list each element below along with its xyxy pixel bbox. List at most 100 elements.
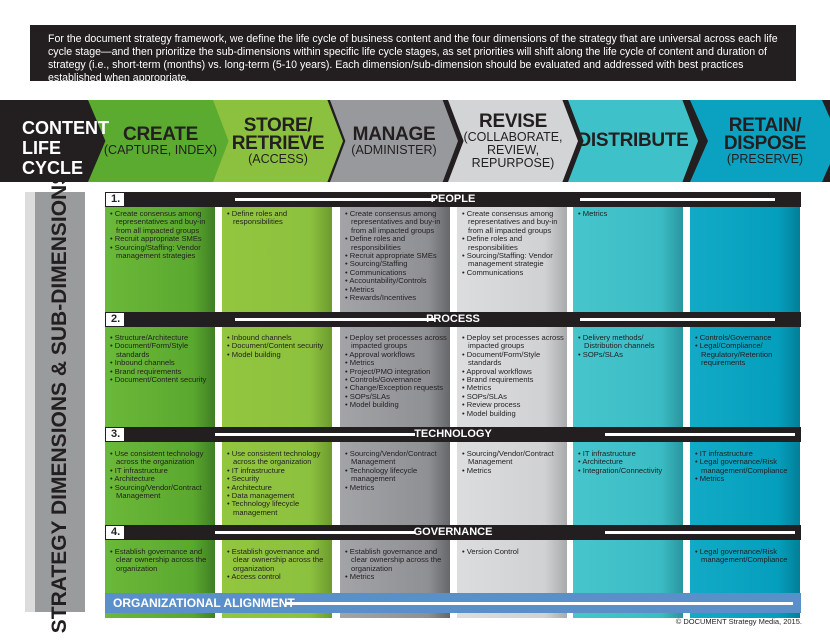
lifecycle-label: CONTENT LIFE CYCLE xyxy=(22,118,109,178)
bullet-item: • Architecture xyxy=(578,457,623,467)
bullet-item: • Define roles and responsibilities xyxy=(345,234,406,252)
arrow-icon xyxy=(215,433,415,436)
stage-column xyxy=(105,206,215,618)
dimension-cell: • Establish governance and clear ownersh… xyxy=(109,547,213,573)
bullet-item: • Controls/Governance xyxy=(345,375,422,385)
dimension-cell: • Deploy set processes across impacted g… xyxy=(344,333,448,410)
org-alignment-label: ORGANIZATIONAL ALIGNMENT xyxy=(113,596,295,610)
bullet-item: • Structure/Architecture xyxy=(110,333,189,342)
dimension-number: 2. xyxy=(105,312,125,327)
stage-1: STORE/ RETRIEVE(ACCESS) xyxy=(213,100,343,182)
dimension-name: TECHNOLOGY xyxy=(414,428,492,440)
arrow-icon xyxy=(235,318,435,321)
dimension-bar-people: PEOPLE 1. xyxy=(105,192,801,207)
dimension-cell: • IT infrastructure• Architecture• Integ… xyxy=(577,449,681,475)
stage-column xyxy=(573,206,683,618)
bullet-item: • IT infrastructure xyxy=(110,465,168,475)
dimension-bar-technology: TECHNOLOGY 3. xyxy=(105,427,801,442)
bullet-item: • Sourcing/Vendor/Contract Management xyxy=(110,482,202,501)
bullet-item: • Define roles and responsibilities xyxy=(462,234,523,252)
bullet-item: • Create consensus among representatives… xyxy=(110,209,206,235)
organizational-alignment-bar: ORGANIZATIONAL ALIGNMENT xyxy=(105,593,801,613)
bullet-item: • Security xyxy=(227,474,260,484)
bullet-item: • IT infrastructure xyxy=(578,449,636,458)
dimension-cell: • Legal governance/Risk management/Compl… xyxy=(694,547,798,565)
bullet-item: • Controls/Governance xyxy=(695,333,772,342)
bullet-item: • Project/PMO integration xyxy=(345,366,431,376)
bullet-item: • Legal governance/Risk management/Compl… xyxy=(695,457,788,475)
bullet-item: • Recruit appropriate SMEs xyxy=(345,251,437,261)
bullet-item: • Establish governance and clear ownersh… xyxy=(110,547,207,573)
stage-title: REVISE xyxy=(479,110,547,132)
bullet-item: • Model building xyxy=(462,408,516,418)
bullet-item: • Sourcing/Staffing: Vendor management s… xyxy=(462,251,553,269)
bullet-item: • SOPs/SLAs xyxy=(462,391,507,401)
bullet-item: • Inbound channels xyxy=(110,358,175,368)
dimension-cell: • Establish governance and clear ownersh… xyxy=(226,547,330,582)
arrow-icon xyxy=(215,531,415,534)
bullet-item: • Data management xyxy=(227,491,295,501)
strategy-dimensions-sidebar: STRATEGY DIMENSIONS & SUB-DIMENSIONS xyxy=(25,171,85,633)
stage-title: CREATE xyxy=(123,123,198,145)
bullet-item: • Metrics xyxy=(345,482,375,492)
bullet-item: • Document/Form/Style standards xyxy=(110,341,189,359)
arrow-icon xyxy=(580,198,775,201)
bullet-item: • Legal/Compliance/ Regulatory/Retention… xyxy=(695,341,773,368)
stage-title: STORE/ RETRIEVE xyxy=(231,114,325,154)
label-line: CYCLE xyxy=(22,158,84,178)
dimension-name: PEOPLE xyxy=(430,193,476,205)
bullet-item: • SOPs/SLAs xyxy=(578,349,623,359)
arrow-icon xyxy=(605,531,795,534)
dimension-name: GOVERNANCE xyxy=(413,526,493,538)
stage-0: CREATE(CAPTURE, INDEX) xyxy=(88,100,233,182)
dimension-cell: • Controls/Governance• Legal/Compliance/… xyxy=(694,333,798,368)
bullet-item: • Technology lifecycle management xyxy=(227,499,300,517)
bullet-item: • Metrics xyxy=(462,465,492,475)
dimension-cell: • Establish governance and clear ownersh… xyxy=(344,547,448,582)
dimension-number: 1. xyxy=(105,192,125,207)
stage-2: MANAGE(ADMINISTER) xyxy=(330,100,458,182)
bullet-item: • Define roles and responsibilities xyxy=(227,209,288,227)
arrow-icon xyxy=(285,602,793,605)
dimension-number: 3. xyxy=(105,427,125,442)
bullet-item: • Deploy set processes across impacted g… xyxy=(345,333,447,351)
bullet-item: • Document/Form/Style standards xyxy=(462,349,541,368)
bullet-item: • Brand requirements xyxy=(110,366,182,376)
bullet-item: • Metrics xyxy=(345,572,375,582)
stage-title: MANAGE xyxy=(352,123,436,145)
bullet-item: • IT infrastructure xyxy=(227,465,285,475)
dimension-cell: • Use consistent technology across the o… xyxy=(109,449,213,501)
stage-column xyxy=(222,206,332,618)
stage-subtitle: (ACCESS) xyxy=(248,151,308,166)
bullet-item: • Metrics xyxy=(345,284,375,294)
stage-4: DISTRIBUTE xyxy=(568,100,698,182)
dimension-cell: • Create consensus among representatives… xyxy=(344,209,448,303)
bullet-item: • Delivery methods/ Distribution channel… xyxy=(578,333,655,351)
dimension-cell: • Create consensus among representatives… xyxy=(461,209,565,277)
bullet-item: • Rewards/Incentives xyxy=(345,293,417,303)
dimension-cell: • Sourcing/Vendor/Contract Management• M… xyxy=(461,449,565,475)
bullet-item: • Use consistent technology across the o… xyxy=(227,449,321,467)
bullet-item: • Metrics xyxy=(695,474,725,484)
bullet-item: • Establish governance and clear ownersh… xyxy=(227,547,324,573)
dimension-cell: • Use consistent technology across the o… xyxy=(226,449,330,517)
dimension-cell: • Sourcing/Vendor/Contract Management• T… xyxy=(344,449,448,492)
bullet-item: • IT infrastructure xyxy=(695,449,753,458)
bullet-item: • Recruit appropriate SMEs xyxy=(110,234,202,244)
bullet-item: • Access control xyxy=(227,572,281,582)
dimension-cell: • Deploy set processes across impacted g… xyxy=(461,333,565,418)
arrow-icon xyxy=(235,198,435,201)
bullet-item: • Metrics xyxy=(462,383,492,393)
bullet-item: • Use consistent technology across the o… xyxy=(110,449,204,467)
bullet-item: • Brand requirements xyxy=(462,375,534,385)
bullet-item: • Inbound channels xyxy=(227,333,292,342)
dimension-cell: • Delivery methods/ Distribution channel… xyxy=(577,333,681,359)
stage-column xyxy=(457,206,567,618)
bullet-item: • Version Control xyxy=(462,547,519,556)
stage-subtitle: (COLLABORATE, REVIEW, REPURPOSE) xyxy=(463,129,563,170)
stage-subtitle: (PRESERVE) xyxy=(726,151,804,166)
dimension-cell: • Structure/Architecture• Document/Form/… xyxy=(109,333,213,384)
intro-text: For the document strategy framework, we … xyxy=(30,25,796,84)
bullet-item: • Approval workflows xyxy=(462,366,532,376)
